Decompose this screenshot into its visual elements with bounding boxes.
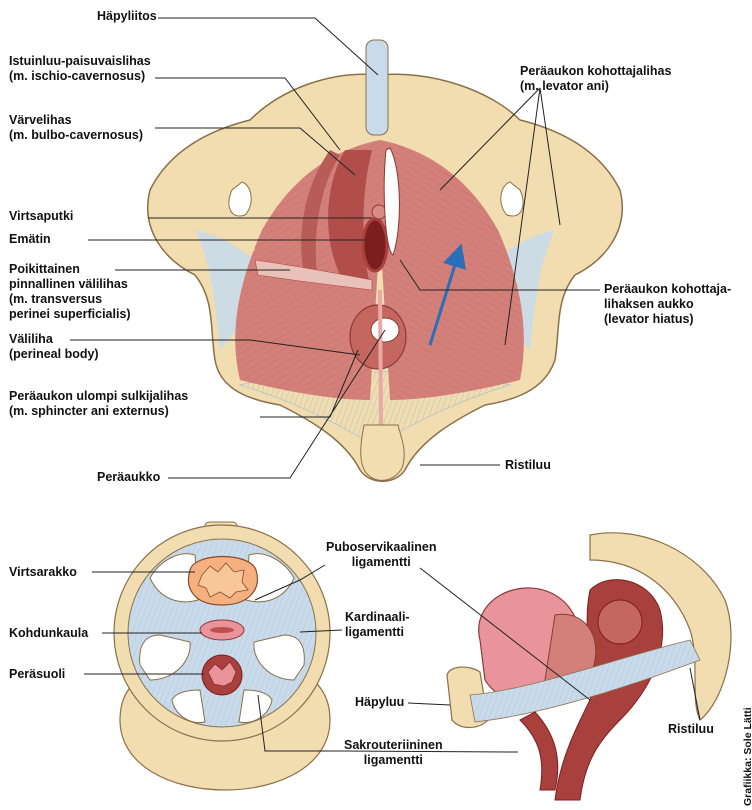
- rectum-side-lumen: [598, 600, 642, 644]
- label-levator-hiatus-line2: lihaksen aukko: [604, 297, 731, 312]
- label-sphincter: Peräaukon ulompi sulkijalihas (m. sphinc…: [9, 389, 188, 419]
- label-valiliha-line2: (perineal body): [9, 347, 99, 362]
- label-ischiocavernosus-line1: Istuinluu-paisuvaislihas: [9, 54, 151, 69]
- label-sakrouteriininen-line2: ligamentti: [344, 753, 443, 768]
- label-bulbocavernosus: Värvelihas (m. bulbo-cavernosus): [9, 113, 143, 143]
- credit-text: Grafiikka: Sole Lätti: [742, 707, 752, 806]
- label-transversus-line1: Poikittainen: [9, 262, 131, 277]
- label-ischiocavernosus-line2: (m. ischio-cavernosus): [9, 69, 151, 84]
- coccyx: [361, 425, 404, 480]
- label-valiliha: Väliliha (perineal body): [9, 332, 99, 362]
- label-ristiluu-top: Ristiluu: [505, 458, 551, 473]
- label-transversus-line4: perinei superficialis): [9, 307, 131, 322]
- label-hapyliitos: Häpyliitos: [97, 9, 157, 24]
- label-puboservikaalinen-line2: ligamentti: [326, 555, 436, 570]
- label-kohdunkaula: Kohdunkaula: [9, 626, 88, 641]
- label-kardinaali: Kardinaali- ligamentti: [345, 610, 410, 640]
- label-puboservikaalinen: Puboservikaalinen ligamentti: [326, 540, 436, 570]
- label-puboservikaalinen-line1: Puboservikaalinen: [326, 540, 436, 555]
- label-transversus-line3: (m. transversus: [9, 292, 131, 307]
- label-ristiluu-bottom: Ristiluu: [668, 722, 714, 737]
- label-levator-ani-line2: (m. levator ani): [520, 79, 671, 94]
- label-kardinaali-line2: ligamentti: [345, 625, 410, 640]
- label-valiliha-line1: Väliliha: [9, 332, 99, 347]
- label-transversus-line2: pinnallinen välilihas: [9, 277, 131, 292]
- cervix-os: [210, 627, 234, 633]
- label-sakrouteriininen-line1: Sakrouteriininen: [344, 738, 443, 753]
- pelvis-top-view: [148, 40, 622, 481]
- label-levator-hiatus: Peräaukon kohottaja- lihaksen aukko (lev…: [604, 282, 731, 327]
- label-transversus-perinei: Poikittainen pinnallinen välilihas (m. t…: [9, 262, 131, 322]
- label-levator-hiatus-line3: (levator hiatus): [604, 312, 731, 327]
- pelvis-side-view: [447, 533, 731, 800]
- label-levator-hiatus-line1: Peräaukon kohottaja-: [604, 282, 731, 297]
- label-sphincter-line1: Peräaukon ulompi sulkijalihas: [9, 389, 188, 404]
- label-levator-ani: Peräaukon kohottajalihas (m. levator ani…: [520, 64, 671, 94]
- vagina-side: [520, 712, 558, 790]
- urethra-opening: [372, 205, 386, 219]
- ligament-ring-diagram: [114, 522, 330, 790]
- label-bulbocavernosus-line1: Värvelihas: [9, 113, 143, 128]
- label-bulbocavernosus-line2: (m. bulbo-cavernosus): [9, 128, 143, 143]
- pubic-symphysis: [366, 40, 388, 135]
- label-hapyluu: Häpyluu: [355, 695, 404, 710]
- label-sakrouteriininen: Sakrouteriininen ligamentti: [344, 738, 443, 768]
- label-peraaukko: Peräaukko: [97, 470, 160, 485]
- label-virtsaputki: Virtsaputki: [9, 209, 73, 224]
- label-levator-ani-line1: Peräaukon kohottajalihas: [520, 64, 671, 79]
- label-virtsarakko: Virtsarakko: [9, 565, 77, 580]
- label-perasuoli: Peräsuoli: [9, 667, 65, 682]
- vagina-opening: [363, 219, 387, 271]
- label-ematin: Emätin: [9, 232, 51, 247]
- midline-raphe: [380, 290, 381, 425]
- label-sphincter-line2: (m. sphincter ani externus): [9, 404, 188, 419]
- label-kardinaali-line1: Kardinaali-: [345, 610, 410, 625]
- label-ischiocavernosus: Istuinluu-paisuvaislihas (m. ischio-cave…: [9, 54, 151, 84]
